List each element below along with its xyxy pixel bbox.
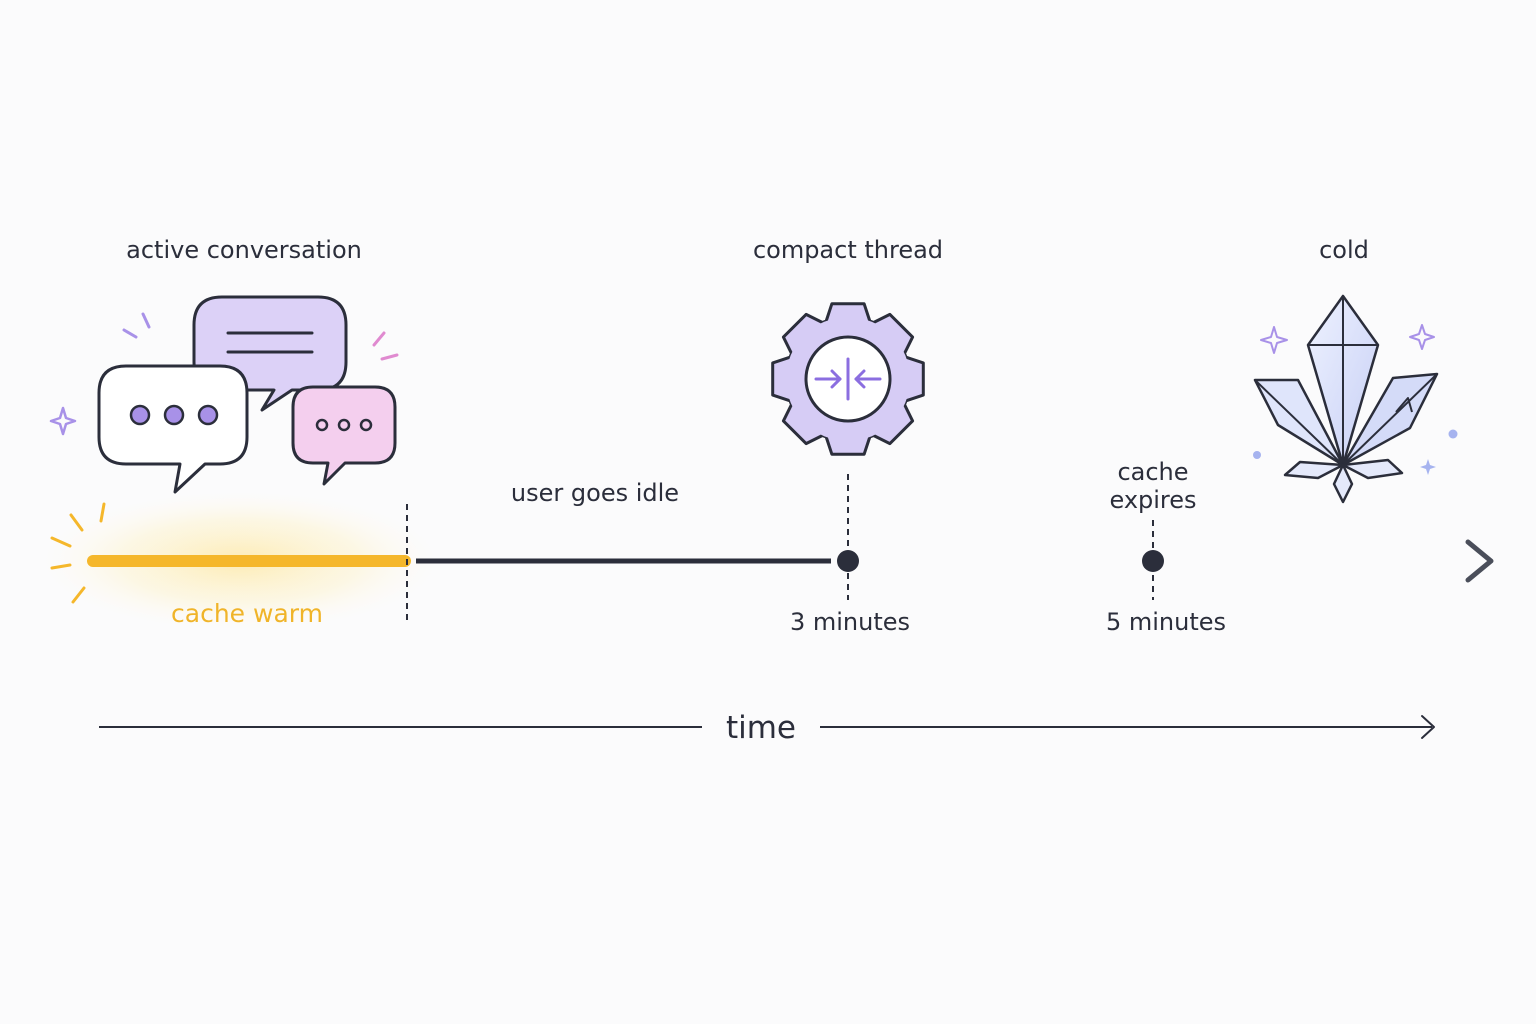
- five-minutes-label: 5 minutes: [1106, 608, 1226, 636]
- idle-label: user goes idle: [511, 479, 679, 507]
- warm-rays: [50, 502, 106, 604]
- five-minute-dot: [1142, 550, 1164, 572]
- time-axis-arrowhead: [1421, 715, 1435, 739]
- ice-crystal-icon: [1253, 294, 1458, 504]
- gear-compress-icon: [771, 302, 925, 456]
- three-minute-dot: [837, 550, 859, 572]
- stage-label-active: active conversation: [126, 236, 362, 264]
- cache-warm-label: cache warm: [171, 599, 323, 628]
- time-axis-label: time: [726, 710, 796, 746]
- stage-label-cold: cold: [1319, 236, 1369, 264]
- three-minutes-label: 3 minutes: [790, 608, 910, 636]
- chat-bubbles-icon: [49, 295, 399, 494]
- timeline-arrowhead: [1465, 539, 1494, 583]
- stage-label-compact: compact thread: [753, 236, 943, 264]
- expires-label-line1: cache: [1117, 458, 1188, 486]
- expires-label-line2: expires: [1109, 486, 1196, 514]
